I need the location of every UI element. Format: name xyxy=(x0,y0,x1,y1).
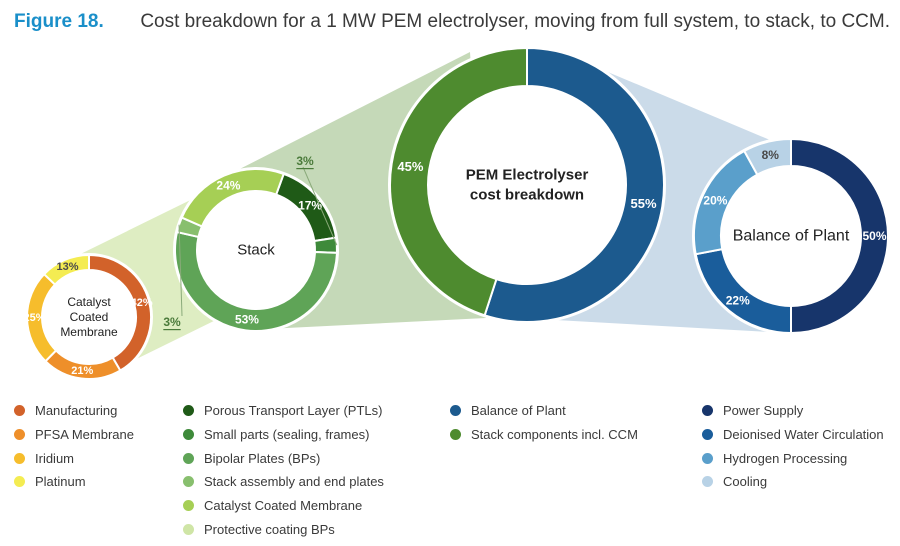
legend-item: Deionised Water Circulation xyxy=(702,423,884,447)
ccm-slice-label: 25% xyxy=(23,312,45,324)
stack-center-label: Stack xyxy=(237,242,275,259)
legend-item: Stack assembly and end plates xyxy=(183,470,384,494)
legend-label: Power Supply xyxy=(723,403,804,419)
legend-swatch xyxy=(702,405,713,417)
bop-slice-label: 20% xyxy=(703,193,727,207)
legend-item: Protective coating BPs xyxy=(183,517,384,541)
legend-label: Bipolar Plates (BPs) xyxy=(204,450,321,466)
bop-slice-label: 8% xyxy=(762,148,780,162)
legend-item: Stack components incl. CCM xyxy=(450,423,638,447)
legend-swatch xyxy=(702,429,713,441)
bop-slice-power-supply xyxy=(790,137,889,335)
legend-swatch xyxy=(450,429,461,441)
stack-slice-label: 3% xyxy=(296,154,314,168)
legend-label: Platinum xyxy=(35,474,86,490)
legend-label: Balance of Plant xyxy=(471,403,566,419)
legend-label: Stack assembly and end plates xyxy=(204,474,384,490)
donut-rings xyxy=(25,46,890,381)
pem-slice-label: 55% xyxy=(631,196,657,211)
legend-item: Catalyst Coated Membrane xyxy=(183,494,384,518)
ccm-center-label: Catalyst xyxy=(67,295,111,309)
ccm-center-label: Coated xyxy=(70,310,109,324)
legend-label: Cooling xyxy=(723,474,768,490)
legend-item: Balance of Plant xyxy=(450,399,638,423)
stack-slice-small-parts-sealing-frames- xyxy=(313,236,338,254)
legend-item: Iridium xyxy=(14,446,134,470)
bop-slice-label: 50% xyxy=(862,229,886,243)
legend-label: PFSA Membrane xyxy=(35,427,134,443)
ccm-slice-platinum xyxy=(42,253,90,286)
legend-swatch xyxy=(702,452,713,464)
legend-item: Power Supply xyxy=(702,399,884,423)
bop-center-label: Balance of Plant xyxy=(733,228,850,245)
figure-label: Figure 18. xyxy=(14,11,104,32)
legend-label: Stack components incl. CCM xyxy=(471,427,638,443)
legend-swatch xyxy=(183,452,194,464)
bop-slice-cooling xyxy=(742,137,792,177)
stack-slice-label: 17% xyxy=(298,199,322,213)
legend-item: Manufacturing xyxy=(14,399,134,423)
legend-label: Manufacturing xyxy=(35,403,118,419)
legend-label: Catalyst Coated Membrane xyxy=(204,498,363,514)
legend-swatch xyxy=(702,476,713,488)
legend-item: Platinum xyxy=(14,470,134,494)
legend-label: Deionised Water Circulation xyxy=(723,427,884,443)
legend-swatch xyxy=(14,405,25,417)
ccm-ring-base xyxy=(25,253,153,381)
legend-item: Small parts (sealing, frames) xyxy=(183,423,384,447)
ccm-slice-label: 42% xyxy=(131,297,153,309)
legend-label: Iridium xyxy=(35,450,75,466)
legend-column: Porous Transport Layer (PTLs) Small parts… xyxy=(183,399,384,541)
legend-label: Hydrogen Processing xyxy=(723,450,848,466)
legend-item: Hydrogen Processing xyxy=(702,446,884,470)
ccm-center-label: Membrane xyxy=(60,325,118,339)
ccm-slice-label: 21% xyxy=(71,365,93,377)
legend-swatch xyxy=(183,523,194,535)
legend-label: Porous Transport Layer (PTLs) xyxy=(204,403,383,419)
legend-swatch xyxy=(450,405,461,417)
legend-item: Porous Transport Layer (PTLs) xyxy=(183,399,384,423)
stack-leader-line xyxy=(302,166,338,246)
legend-swatch xyxy=(14,429,25,441)
legend-label: Small parts (sealing, frames) xyxy=(204,427,370,443)
stack-leader-line xyxy=(178,224,183,317)
stack-slice-label: 24% xyxy=(216,179,240,193)
bop-slice-label: 22% xyxy=(726,293,750,307)
legend-swatch xyxy=(14,452,25,464)
legend-swatch xyxy=(183,500,194,512)
legend-swatch xyxy=(14,476,25,488)
legend-label: Protective coating BPs xyxy=(204,521,335,537)
pem-center-label: cost breakdown xyxy=(470,187,584,204)
legend-swatch xyxy=(183,476,194,488)
stack-slice-catalyst-coated-membrane xyxy=(180,168,285,228)
figure-title: Cost breakdown for a 1 MW PEM electrolys… xyxy=(140,11,890,32)
pem-center-label: PEM Electrolyser xyxy=(466,167,589,184)
stack-slice-label: 3% xyxy=(163,315,181,329)
ccm-slice-label: 13% xyxy=(57,261,79,273)
legend-item: Bipolar Plates (BPs) xyxy=(183,446,384,470)
legend-item: Cooling xyxy=(702,470,884,494)
pem-slice-label: 45% xyxy=(397,159,423,174)
pem-slice-stack-components-incl-ccm xyxy=(389,46,528,317)
stack-slice-label: 53% xyxy=(235,312,259,326)
legend-swatch xyxy=(183,405,194,417)
stack-slice-bipolar-plates-bps- xyxy=(174,230,338,332)
legend-swatch xyxy=(183,429,194,441)
pem-slice-balance-of-plant xyxy=(483,46,665,323)
legend-item: PFSA Membrane xyxy=(14,423,134,447)
figure-header: Figure 18. Cost breakdown for a 1 MW PEM… xyxy=(14,11,890,37)
